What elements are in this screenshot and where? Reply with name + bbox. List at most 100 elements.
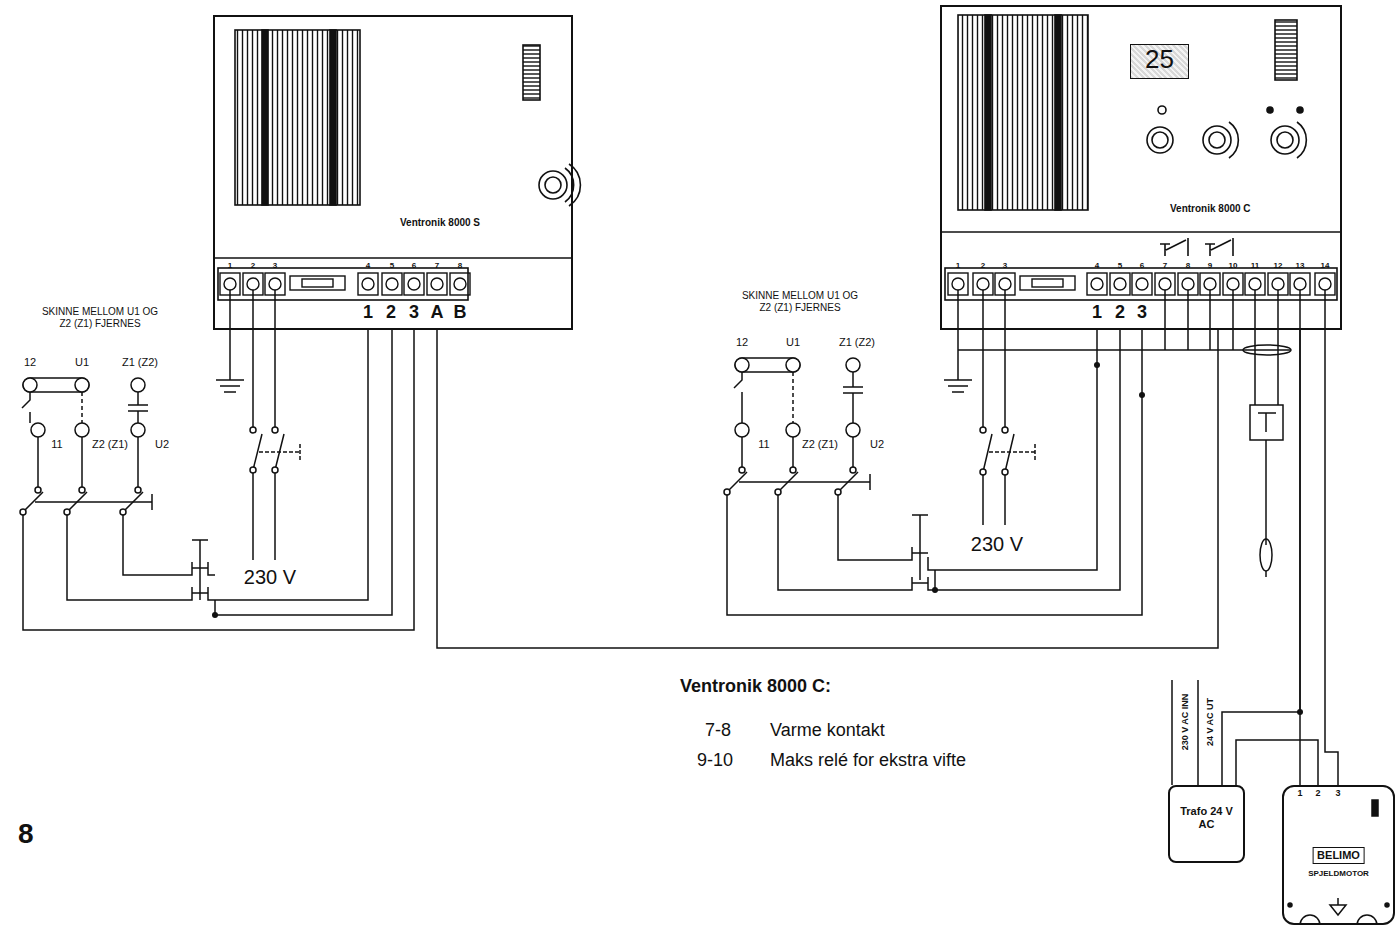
- contact-circle: [79, 487, 85, 493]
- terminal-block: [1136, 278, 1148, 290]
- terminal-block: [1110, 273, 1130, 295]
- terminal-block: [224, 278, 236, 290]
- contact-circle: [272, 467, 278, 473]
- pin-label: 3: [1137, 302, 1147, 323]
- contact-circle: [23, 378, 37, 392]
- terminal-block: [454, 278, 466, 290]
- contact-circle: [775, 489, 781, 495]
- terminal-block: [1319, 278, 1331, 290]
- wire: [185, 540, 215, 600]
- terminal-block: [404, 273, 424, 295]
- contact-circle: [835, 489, 841, 495]
- terminal-number: 2: [981, 261, 985, 270]
- contact-circle: [739, 467, 745, 473]
- wire-connector: [437, 330, 1218, 648]
- pin-label: 1: [1092, 302, 1102, 323]
- terminal-block: [247, 278, 259, 290]
- terminal-number: 6: [412, 261, 416, 270]
- terminal-number: 1: [228, 261, 232, 270]
- transformer-box: Trafo 24 V AC: [1168, 785, 1245, 863]
- contact-circle: [20, 358, 1008, 515]
- damper-motor-detail: [1385, 903, 1389, 907]
- terminal-block: [952, 278, 964, 290]
- pin-label: 2: [1115, 302, 1125, 323]
- pin-label: 1: [363, 302, 373, 323]
- terminal-block: [362, 278, 374, 290]
- controller-front: [1203, 126, 1231, 154]
- controller-front: [1297, 122, 1306, 158]
- wire: [67, 512, 185, 600]
- controller-front: [545, 177, 561, 193]
- contact-circle: [250, 467, 256, 473]
- contact-circle: [250, 427, 256, 433]
- junction-dot: [1139, 392, 1145, 398]
- terminal-block: [977, 278, 989, 290]
- contact-label: Z1 (Z2): [122, 356, 158, 369]
- terminal-block: [1272, 278, 1284, 290]
- contact-label: U1: [75, 356, 89, 369]
- wire: [1172, 680, 1198, 785]
- node-text: Ventronik 8000 C: [1170, 203, 1251, 215]
- contact-circle: [1002, 469, 1008, 475]
- controller-front: [1267, 107, 1273, 113]
- controller-front: [985, 15, 991, 210]
- controller-front: [1277, 132, 1293, 148]
- terminal-number: 5: [1118, 261, 1122, 270]
- pin-label: 2: [386, 302, 396, 323]
- terminal-number: 7: [435, 261, 439, 270]
- terminal-block: [1249, 278, 1261, 290]
- junction-dot: [212, 612, 218, 618]
- voltage-label: 230 V: [244, 566, 296, 589]
- terminal-block: [408, 278, 420, 290]
- node-text: Ventronik 8000 S: [400, 217, 480, 229]
- note-text: SKINNE MELLOM U1 OG Z2 (Z1) FJERNES: [41, 306, 159, 329]
- contact-circle: [35, 487, 41, 493]
- wire: [22, 392, 30, 423]
- wire: [1243, 345, 1291, 355]
- controller-front: [1275, 20, 1297, 80]
- wire: [253, 290, 284, 560]
- wire: [1250, 405, 1283, 440]
- controller-front: [1152, 132, 1168, 148]
- wire: [742, 437, 853, 470]
- contact-circle: [64, 509, 70, 515]
- wire: [23, 330, 414, 630]
- controller-front: [940, 231, 1342, 233]
- terminal-number: 3: [1003, 261, 1007, 270]
- damper-motor-detail: [1288, 903, 1292, 907]
- terminal-block: [1091, 278, 1103, 290]
- terminal-block: [1182, 278, 1194, 290]
- wire: [128, 392, 148, 423]
- pin-label: 3: [1335, 788, 1340, 798]
- wire: [778, 492, 905, 590]
- wire: [739, 474, 870, 490]
- controller-front: [213, 257, 573, 259]
- terminal-number: 8: [458, 261, 462, 270]
- terminal-number: 4: [366, 261, 370, 270]
- contact-circle: [272, 427, 278, 433]
- pin-label: 3: [409, 302, 419, 323]
- damper-motor-detail: [1288, 800, 1389, 925]
- legend-note: 9-10: [697, 750, 733, 771]
- controller-front: [1147, 127, 1173, 153]
- contact-circle: [980, 427, 986, 433]
- display-window: 25: [1130, 44, 1189, 79]
- contact-circle: [980, 469, 986, 475]
- terminal-number: 10: [1229, 261, 1238, 270]
- contact-circle: [75, 423, 89, 437]
- terminal-number: 13: [1296, 261, 1305, 270]
- fuse-symbol: [1032, 279, 1063, 287]
- terminal-number: 1: [956, 261, 960, 270]
- contact-circle: [1002, 427, 1008, 433]
- terminal-block: [450, 273, 470, 295]
- controller-front: [569, 164, 580, 206]
- controller-front: [1158, 106, 1166, 114]
- wire: [989, 444, 1035, 460]
- wire: [1300, 290, 1325, 330]
- terminal-block: [999, 278, 1011, 290]
- note-text: SKINNE MELLOM U1 OG Z2 (Z1) FJERNES: [741, 290, 859, 313]
- controller-front: [1209, 132, 1225, 148]
- wire: [22, 290, 1325, 785]
- terminal-block: [1114, 278, 1126, 290]
